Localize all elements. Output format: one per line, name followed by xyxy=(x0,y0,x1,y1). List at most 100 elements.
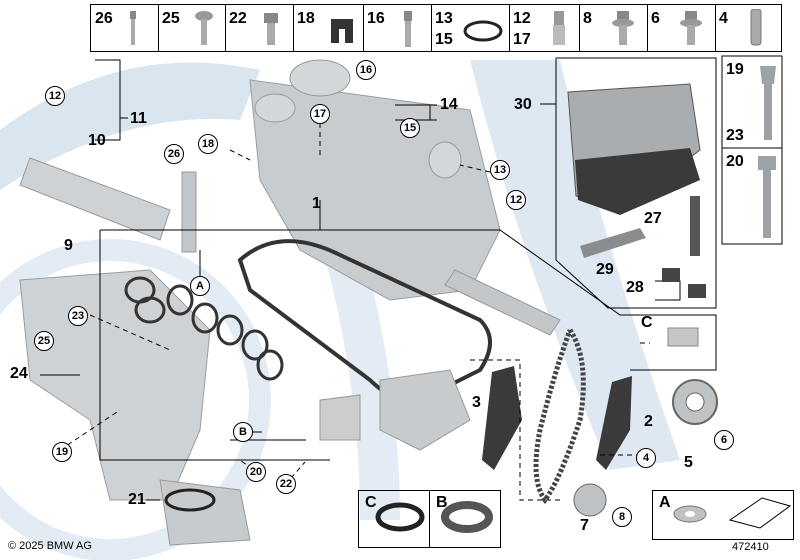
sensor-port xyxy=(428,141,462,179)
callout-label: 14 xyxy=(440,96,458,113)
o-ring xyxy=(164,488,216,512)
long-hex-bolt-icon xyxy=(758,156,776,238)
callout-label: 27 xyxy=(644,210,662,227)
callout-label: 1 xyxy=(312,195,321,212)
spacer-sleeve-icon xyxy=(553,11,565,45)
diagram-reference: 472410 xyxy=(732,541,769,553)
oil-filler xyxy=(289,59,351,97)
callout-circle: 13 xyxy=(490,160,510,180)
parts-strip-cell: 4 xyxy=(715,5,781,51)
parts-strip-cell: 6 xyxy=(647,5,716,51)
part-number: 17 xyxy=(513,31,531,48)
callout-circle: 15 xyxy=(400,118,420,138)
callout-circle: 25 xyxy=(34,331,54,351)
callout-circle: 23 xyxy=(68,306,88,326)
part-number: 13 xyxy=(435,10,453,27)
part-number: 15 xyxy=(435,31,453,48)
part-number: 26 xyxy=(95,10,113,27)
dowel-pin-icon xyxy=(750,9,762,46)
parts-strip: 26 25 22 18 16 13 15 12 17 xyxy=(90,4,782,52)
background-swoosh xyxy=(0,62,260,190)
thick-seal-ring-icon xyxy=(441,501,493,533)
parts-strip-cell: 22 xyxy=(225,5,294,51)
side-parts-frame xyxy=(721,55,783,245)
callout-circle: 16 xyxy=(356,60,376,80)
hex-bolt-icon xyxy=(264,13,278,45)
callout-circle: 12 xyxy=(506,190,526,210)
copyright: © 2025 BMW AG xyxy=(8,540,92,552)
callout-circle: 18 xyxy=(198,134,218,154)
callout-label: 30 xyxy=(514,96,532,113)
callout-circle: 17 xyxy=(310,104,330,124)
parts-strip-cell: 12 17 xyxy=(509,5,580,51)
tool-case-foam xyxy=(575,148,700,215)
part-number: 23 xyxy=(726,127,744,144)
timing-chain xyxy=(533,328,586,505)
callout-label: 21 xyxy=(128,491,146,508)
parts-strip-cell: 13 15 xyxy=(431,5,510,51)
callout-circle: 20 xyxy=(246,462,266,482)
tensioning-rail xyxy=(482,366,522,470)
large-seal-ring-icon xyxy=(375,502,425,532)
part-number: 4 xyxy=(719,10,728,27)
part-number: 12 xyxy=(513,10,531,27)
chain-tensioner xyxy=(667,327,699,347)
background-swoosh xyxy=(320,240,400,520)
o-ring-icon xyxy=(463,20,503,42)
fuel-rail xyxy=(19,157,171,241)
legend-box-c: C xyxy=(358,490,430,548)
callout-circle: 12 xyxy=(45,86,65,106)
part-number: 8 xyxy=(583,10,592,27)
part-number: 19 xyxy=(726,61,744,78)
leader-lines xyxy=(40,59,717,501)
cam-cover-cap xyxy=(254,93,296,123)
part-number: 18 xyxy=(297,10,315,27)
callout-circle: 8 xyxy=(612,507,632,527)
torx-screw-icon xyxy=(195,11,213,45)
part-number: 25 xyxy=(162,10,180,27)
tool-29 xyxy=(580,228,646,258)
callout-circle: 22 xyxy=(276,474,296,494)
parts-strip-cell: 18 xyxy=(293,5,364,51)
tool-block xyxy=(662,268,680,282)
stud-bolt-icon xyxy=(404,11,412,47)
callout-label: 5 xyxy=(684,454,693,471)
callout-label: 29 xyxy=(596,261,614,278)
callout-label: 7 xyxy=(580,517,589,534)
injector xyxy=(181,171,197,253)
callout-label: 2 xyxy=(644,413,653,430)
view-letter: C xyxy=(641,314,653,331)
callout-circle: 19 xyxy=(52,442,72,462)
view-arrow-icon xyxy=(728,497,792,529)
callout-label: 28 xyxy=(626,279,644,296)
long-flange-bolt-icon xyxy=(760,66,776,140)
short-bolt-icon xyxy=(130,11,136,45)
guide-rail xyxy=(596,376,632,470)
tool-block xyxy=(688,284,706,298)
high-pressure-pump xyxy=(379,369,471,451)
callout-label: 24 xyxy=(10,365,28,382)
tool-27 xyxy=(690,196,700,256)
background-ring xyxy=(0,239,271,560)
throttle-body xyxy=(159,479,251,546)
callout-circle: 4 xyxy=(636,448,656,468)
callout-circle: B xyxy=(233,422,253,442)
callout-label: 9 xyxy=(64,237,73,254)
rubber-mount-icon xyxy=(331,19,353,43)
legend-box-b: B xyxy=(429,490,501,548)
tool-case-frame xyxy=(555,57,717,309)
parts-strip-cell: 8 xyxy=(579,5,648,51)
callout-label: 3 xyxy=(472,394,481,411)
part-number: 22 xyxy=(229,10,247,27)
parts-strip-cell: 16 xyxy=(363,5,432,51)
intake-manifold xyxy=(19,269,211,501)
sprocket-hub xyxy=(685,392,705,412)
flange-bolt-icon xyxy=(612,11,634,45)
crank-sprocket xyxy=(573,483,607,517)
part-number: 16 xyxy=(367,10,385,27)
part-number: 20 xyxy=(726,153,744,170)
callout-circle: 26 xyxy=(164,144,184,164)
camshaft xyxy=(444,269,561,336)
